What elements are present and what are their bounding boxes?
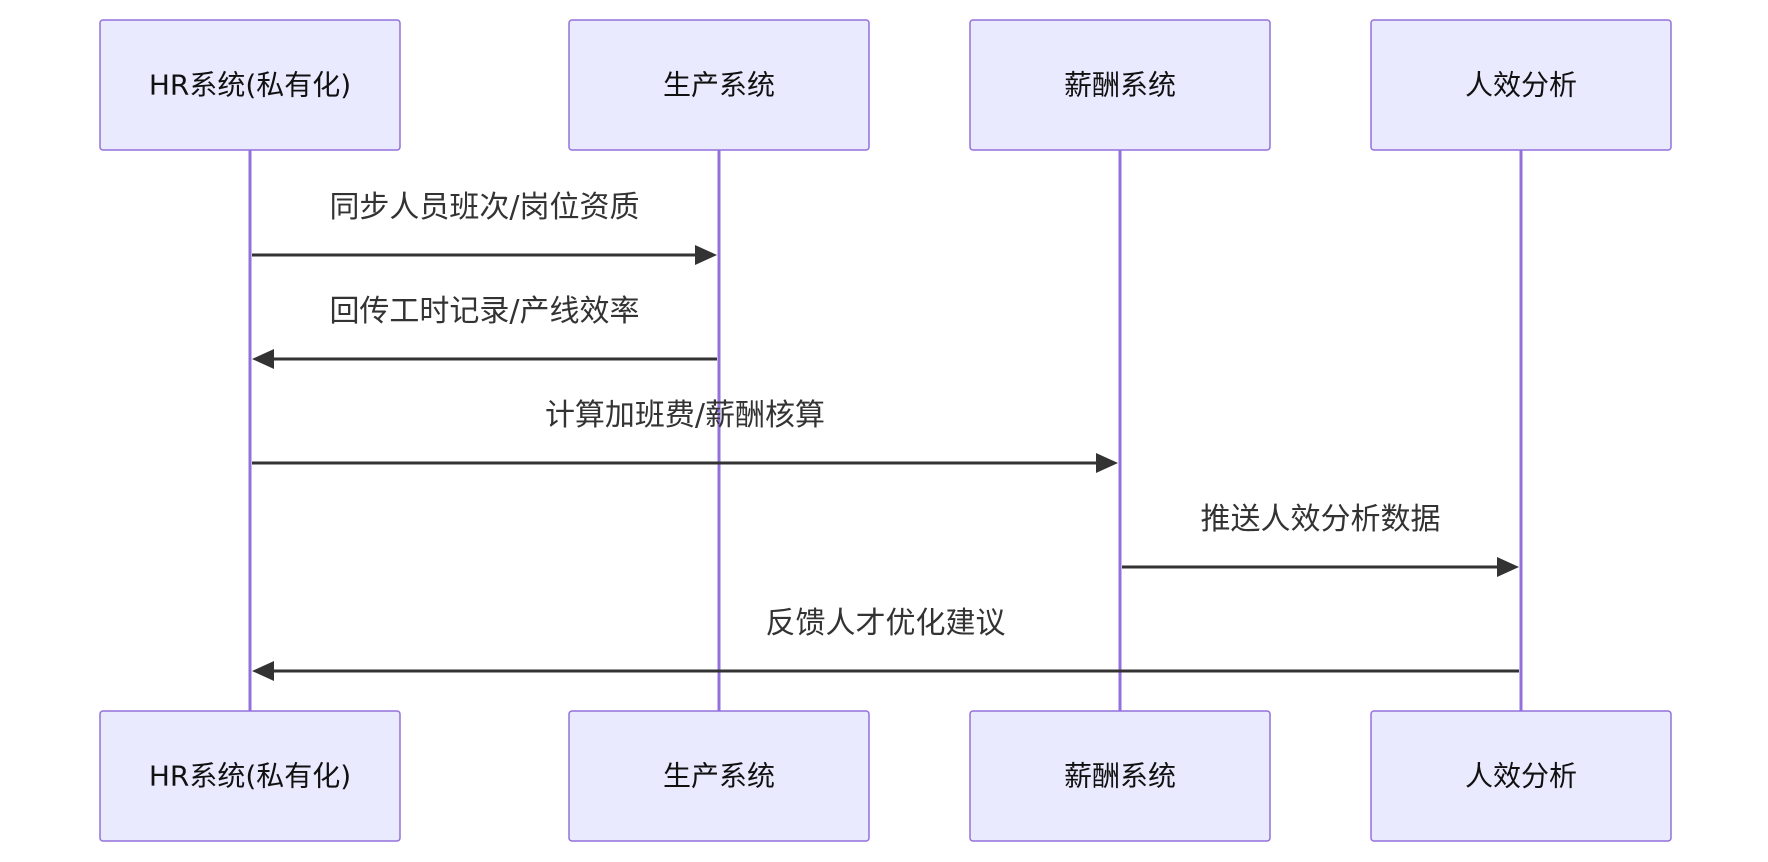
actors-top: HR系统(私有化) 生产系统 薪酬系统 人效分析: [99, 19, 1672, 151]
message-label: 推送人效分析数据: [1201, 502, 1441, 537]
actor-label: 薪酬系统: [1064, 760, 1176, 793]
actor-label: HR系统(私有化): [149, 69, 351, 102]
actor-top-prod: 生产系统: [568, 19, 870, 151]
actor-box: [568, 19, 870, 151]
actor-label: 生产系统: [663, 760, 775, 793]
actor-bottom-prod: 生产系统: [568, 710, 870, 842]
actor-box: [99, 710, 401, 842]
actor-box: [568, 710, 870, 842]
message-3: 计算加班费/薪酬核算: [252, 398, 1118, 473]
actor-label: 人效分析: [1465, 760, 1577, 793]
actor-top-eff: 人效分析: [1370, 19, 1672, 151]
actor-bottom-eff: 人效分析: [1370, 710, 1672, 842]
arrowhead-icon: [1497, 557, 1519, 577]
message-label: 反馈人才优化建议: [766, 606, 1006, 641]
actor-top-hr: HR系统(私有化): [99, 19, 401, 151]
lifelines: [248, 150, 1523, 711]
arrowhead-icon: [252, 661, 274, 681]
message-1: 同步人员班次/岗位资质: [252, 190, 717, 265]
actor-bottom-pay: 薪酬系统: [969, 710, 1271, 842]
actor-label: HR系统(私有化): [149, 760, 351, 793]
actor-box: [1370, 710, 1672, 842]
messages: 同步人员班次/岗位资质回传工时记录/产线效率计算加班费/薪酬核算推送人效分析数据…: [252, 190, 1519, 681]
message-2: 回传工时记录/产线效率: [252, 294, 717, 369]
actor-box: [969, 710, 1271, 842]
arrowhead-icon: [252, 349, 274, 369]
actor-box: [1370, 19, 1672, 151]
actor-label: 生产系统: [663, 69, 775, 102]
arrowhead-icon: [695, 245, 717, 265]
message-label: 回传工时记录/产线效率: [329, 294, 639, 329]
actor-top-pay: 薪酬系统: [969, 19, 1271, 151]
message-5: 反馈人才优化建议: [252, 606, 1519, 681]
actor-label: 人效分析: [1465, 69, 1577, 102]
message-4: 推送人效分析数据: [1122, 502, 1519, 577]
actor-box: [99, 19, 401, 151]
actors-bottom: HR系统(私有化) 生产系统 薪酬系统 人效分析: [99, 710, 1672, 842]
message-label: 同步人员班次/岗位资质: [329, 190, 639, 225]
arrowhead-icon: [1096, 453, 1118, 473]
actor-bottom-hr: HR系统(私有化): [99, 710, 401, 842]
actor-box: [969, 19, 1271, 151]
actor-label: 薪酬系统: [1064, 69, 1176, 102]
message-label: 计算加班费/薪酬核算: [545, 398, 825, 433]
